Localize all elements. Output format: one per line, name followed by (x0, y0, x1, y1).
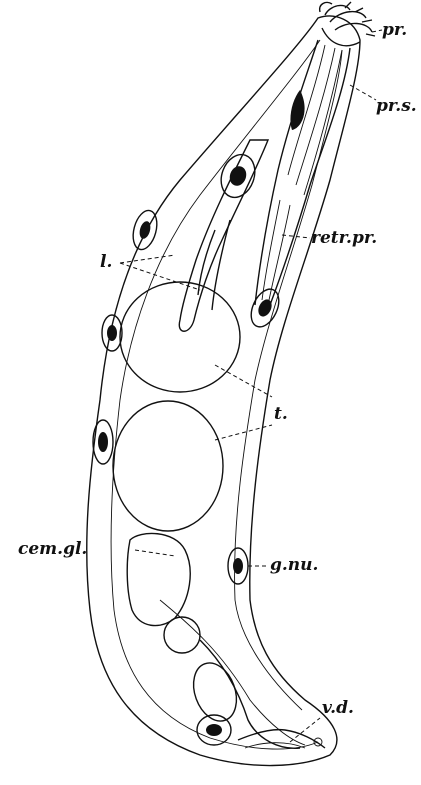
leader-lines (120, 30, 382, 742)
label-giant-nucleus: g.nu. (270, 557, 318, 574)
body-wall-inner (111, 40, 342, 749)
label-testes: t. (274, 406, 288, 423)
label-vas-deferens: v.d. (322, 700, 354, 717)
label-lemniscus: l. (100, 254, 112, 271)
label-cement-glands: cem.gl. (18, 541, 87, 558)
posterior-testis (113, 401, 223, 531)
label-proboscis-sheath: pr.s. (376, 98, 417, 115)
proboscis-hooks (320, 2, 375, 46)
label-proboscis: pr. (382, 22, 407, 39)
body-wall-outer (87, 16, 360, 765)
label-retractor: retr.pr. (311, 230, 377, 247)
anterior-testis (120, 282, 240, 392)
